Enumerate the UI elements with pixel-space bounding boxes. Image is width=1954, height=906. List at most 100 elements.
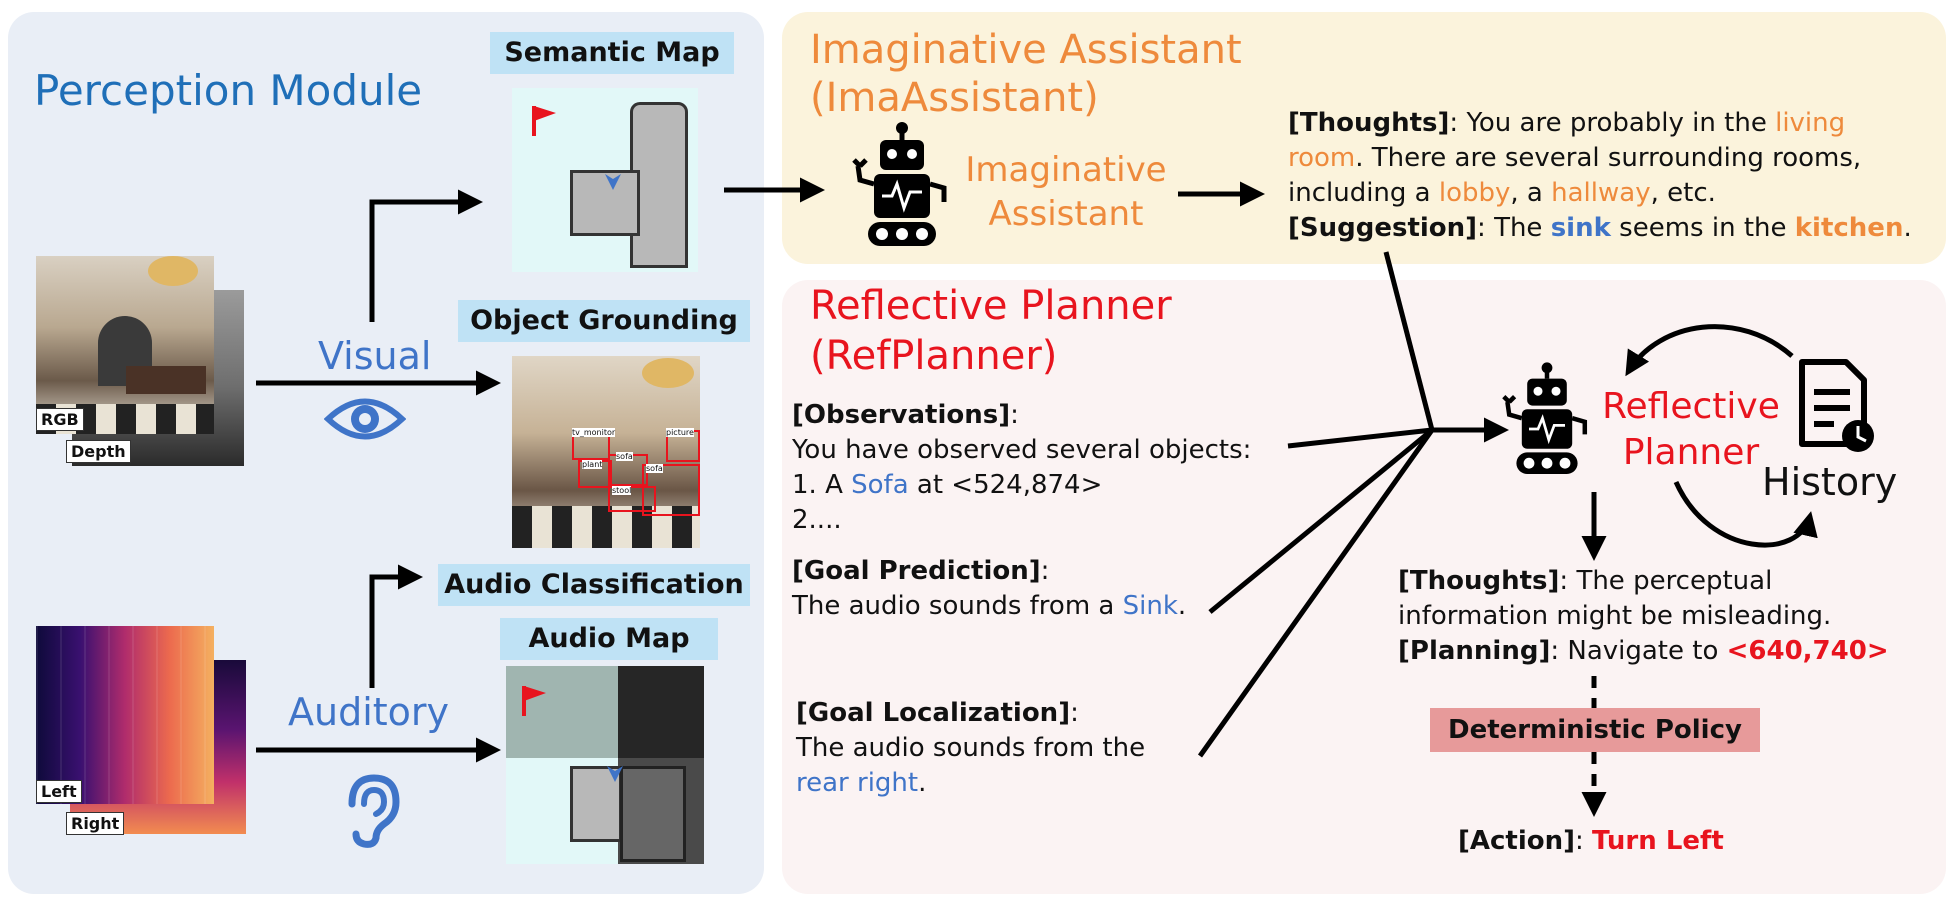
det-label: stool (612, 486, 632, 495)
auditory-label: Auditory (288, 690, 450, 734)
suggestion-text: . (1903, 213, 1912, 243)
imaginative-assistant-panel (782, 12, 1946, 264)
audio-map-image (506, 666, 704, 864)
thoughts-text: , a (1510, 178, 1552, 208)
reflective-planner-panel (782, 280, 1946, 894)
highlight-rear-right: rear right (796, 768, 919, 798)
deterministic-policy-box: Deterministic Policy (1430, 708, 1760, 752)
highlight-room: room (1288, 143, 1356, 173)
left-tag: Left (36, 780, 82, 803)
suggestion-key: [Suggestion] (1288, 213, 1478, 243)
goal-prediction-line: The audio sounds from a (792, 591, 1123, 621)
highlight-sink: sink (1550, 213, 1611, 243)
highlight-sink: Sink (1122, 591, 1178, 621)
highlight-kitchen: kitchen (1794, 213, 1904, 243)
observations-line2-coords: at <524,874> (908, 470, 1103, 500)
line-suggestion-to-planner (1383, 251, 1435, 431)
ref-robot-label: Reflective Planner (1586, 384, 1796, 476)
planning-text: : Navigate to (1550, 636, 1727, 666)
line-observations-to-planner (1287, 427, 1433, 449)
ref-title-line1: Reflective Planner (810, 283, 1172, 329)
observations-line2: 1. A (792, 470, 852, 500)
observations-line3: 2.... (792, 505, 842, 535)
observations-colon: : (1010, 400, 1019, 430)
ima-title-line1: Imaginative Assistant (810, 27, 1242, 73)
semantic-map-label: Semantic Map (490, 32, 734, 74)
highlight-coordinates: <640,740> (1726, 636, 1889, 666)
visual-label: Visual (318, 334, 432, 378)
det-label: sofa (616, 452, 633, 461)
action-key: [Action] (1458, 826, 1576, 856)
ref-robot-label-line1: Reflective (1602, 386, 1780, 427)
right-tag: Right (66, 812, 125, 835)
ima-title-line2: (ImaAssistant) (810, 75, 1099, 121)
goal-localization-text: [Goal Localization]: The audio sounds fr… (796, 696, 1145, 801)
thoughts-key: [Thoughts] (1288, 108, 1450, 138)
document-clock-icon (1799, 359, 1874, 452)
goal-localization-colon: : (1070, 698, 1079, 728)
highlight-living: living (1775, 108, 1846, 138)
goal-localization-key: [Goal Localization] (796, 698, 1071, 728)
observations-key: [Observations] (792, 400, 1011, 430)
perception-module-title: Perception Module (34, 66, 423, 115)
goal-localization-period: . (918, 768, 927, 798)
det-label: picture (666, 428, 694, 437)
thoughts-text: : The perceptual (1559, 566, 1773, 596)
highlight-turn-left: Turn Left (1592, 826, 1724, 856)
action-text: [Action]: Turn Left (1458, 824, 1724, 859)
thoughts-text: including a (1288, 178, 1439, 208)
goal-prediction-period: . (1177, 591, 1187, 621)
thoughts-text: . There are several surrounding rooms, (1355, 143, 1862, 173)
ref-title-line2: (RefPlanner) (810, 333, 1058, 379)
thoughts-text: information might be misleading. (1398, 601, 1832, 631)
arrow-planner-to-history (1673, 480, 1818, 548)
arrow-auditory-to-audio-classification (369, 564, 423, 688)
goal-flag-icon (532, 106, 556, 136)
planning-key: [Planning] (1398, 636, 1551, 666)
observations-text: [Observations]: You have observed severa… (792, 398, 1251, 538)
semantic-map-image (512, 88, 698, 272)
ima-thoughts-text: [Thoughts]: You are probably in the livi… (1288, 106, 1912, 246)
det-label: sofa (646, 464, 663, 473)
depth-tag: Depth (66, 440, 131, 463)
suggestion-text: : The (1477, 213, 1551, 243)
highlight-sofa: Sofa (851, 470, 909, 500)
history-label: History (1762, 460, 1898, 504)
goal-localization-line1: The audio sounds from the (796, 733, 1146, 763)
thoughts-key: [Thoughts] (1398, 566, 1560, 596)
rgb-image (36, 256, 214, 434)
goal-prediction-key: [Goal Prediction] (792, 556, 1041, 586)
robot-icon (852, 122, 947, 246)
thoughts-text: : You are probably in the (1449, 108, 1776, 138)
det-label: plant (582, 460, 603, 469)
left-spectrogram (36, 626, 214, 804)
highlight-lobby: lobby (1438, 178, 1511, 208)
action-colon: : (1575, 826, 1593, 856)
audio-map-label: Audio Map (500, 618, 718, 660)
audio-classification-label: Audio Classification (438, 564, 750, 606)
observations-line1: You have observed several objects: (792, 435, 1252, 465)
agent-marker-icon (607, 766, 623, 782)
ima-robot-label-line1: Imaginative (965, 150, 1167, 190)
ear-icon (348, 774, 400, 848)
thoughts-text: , etc. (1650, 178, 1716, 208)
goal-prediction-text: [Goal Prediction]: The audio sounds from… (792, 554, 1186, 624)
arrow-history-to-planner (1625, 324, 1794, 377)
line-goalpred-to-planner (1208, 428, 1434, 614)
planner-thoughts-text: [Thoughts]: The perceptual information m… (1398, 564, 1889, 669)
ima-robot-label-line2: Assistant (988, 194, 1144, 234)
goal-flag-icon (522, 686, 546, 716)
agent-marker-icon (605, 174, 621, 190)
rgb-tag: RGB (36, 408, 84, 431)
ref-robot-label-line2: Planner (1622, 432, 1760, 473)
det-label: tv_monitor (572, 428, 616, 437)
object-grounding-label: Object Grounding (458, 300, 750, 342)
object-grounding-image: tv_monitor picture sofa plant sofa stool (512, 356, 700, 548)
suggestion-text: seems in the (1610, 213, 1795, 243)
ima-robot-label: Imaginative Assistant (956, 148, 1176, 236)
arrow-visual-to-semantic-map (369, 189, 483, 322)
eye-icon (324, 398, 406, 440)
goal-prediction-colon: : (1040, 556, 1050, 586)
highlight-hallway: hallway (1551, 178, 1651, 208)
